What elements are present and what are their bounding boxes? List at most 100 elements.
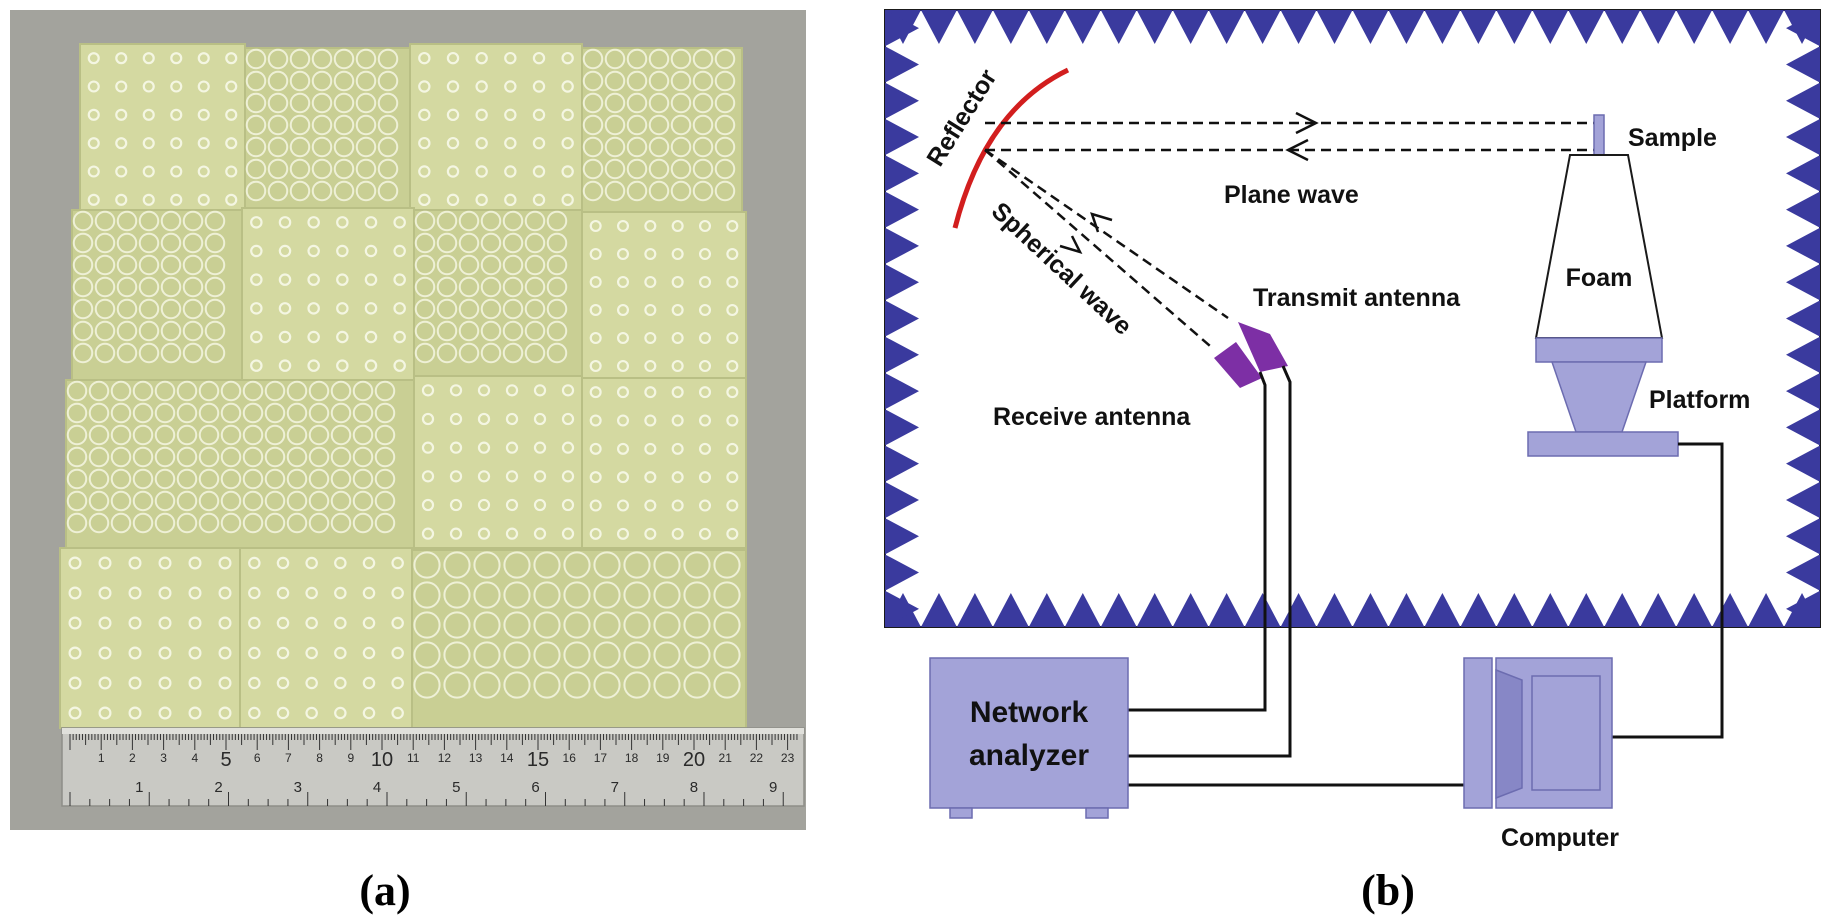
absorber-cone (992, 10, 1029, 44)
sample-board (244, 47, 411, 214)
sample-board (59, 547, 241, 729)
svg-text:2: 2 (214, 779, 222, 796)
receive-antenna-label: Receive antenna (993, 403, 1191, 431)
absorber-cone (1028, 10, 1065, 44)
svg-text:2: 2 (129, 751, 136, 765)
absorber-cone (956, 593, 993, 627)
absorber-cone (1352, 593, 1389, 627)
network-analyzer-label-1: Network (970, 696, 1089, 729)
absorber-cone (1064, 10, 1101, 44)
absorber-cone (885, 336, 919, 373)
absorber-cone (1786, 372, 1820, 410)
arrow-spherical-in (1090, 212, 1113, 233)
absorber-cone (1786, 155, 1820, 192)
svg-text:14: 14 (500, 751, 514, 765)
absorber-cone (1786, 264, 1820, 301)
absorber-cone (1786, 518, 1820, 555)
absorber-cone (1786, 590, 1820, 627)
absorber-cone (885, 590, 919, 627)
antenna (1214, 322, 1288, 388)
svg-text:9: 9 (769, 779, 777, 796)
absorber-cone (1244, 10, 1281, 44)
sample-board (239, 547, 413, 729)
svg-text:8: 8 (316, 751, 323, 765)
svg-text:22: 22 (750, 751, 764, 765)
absorber-cone (1208, 593, 1245, 627)
arrow-plane-in (1285, 138, 1309, 162)
sample-board (581, 377, 747, 549)
absorber-cone (1786, 409, 1820, 446)
absorber-cone (1028, 593, 1065, 627)
absorber-cone (1316, 10, 1353, 44)
foam-label: Foam (1566, 264, 1633, 292)
absorber-cone (885, 481, 919, 519)
absorber-cone (1786, 10, 1820, 47)
absorber-cone (1136, 593, 1173, 627)
panel-b-diagram: Reflector Plane wave Spherical wave Tran… (884, 9, 1821, 852)
absorber-cone (920, 593, 957, 627)
svg-text:16: 16 (563, 751, 577, 765)
cables (1128, 365, 1724, 787)
svg-text:9: 9 (347, 751, 354, 765)
svg-text:15: 15 (527, 749, 549, 771)
receive-antenna (1214, 342, 1262, 388)
absorber-cone (956, 10, 993, 44)
svg-text:6: 6 (531, 779, 539, 796)
absorber-cone (1100, 10, 1137, 44)
svg-text:11: 11 (407, 751, 420, 765)
absorber-cone (1712, 10, 1749, 44)
sample (1593, 114, 1605, 156)
absorber-cone (1136, 10, 1173, 44)
svg-text:3: 3 (294, 779, 302, 796)
absorber-cone (1786, 481, 1820, 519)
absorber-cone (1604, 593, 1641, 627)
svg-text:13: 13 (469, 751, 483, 765)
absorber-cone (1352, 10, 1389, 44)
absorber-cone (1604, 10, 1641, 44)
svg-text:8: 8 (690, 779, 698, 796)
absorber-cone (1496, 593, 1533, 627)
svg-text:5: 5 (220, 749, 231, 771)
svg-text:21: 21 (719, 751, 733, 765)
transmit-antenna-label: Transmit antenna (1253, 284, 1461, 312)
svg-text:4: 4 (191, 751, 198, 765)
absorber-cone (1786, 554, 1820, 591)
absorber-cone (992, 593, 1029, 627)
absorber-cone (1748, 593, 1785, 627)
absorber-cone (885, 264, 919, 301)
svg-text:4: 4 (373, 779, 381, 796)
svg-text:12: 12 (438, 751, 452, 765)
absorber-cone (1676, 10, 1713, 44)
computer-label: Computer (1501, 824, 1619, 852)
absorber-cone (1748, 10, 1785, 44)
absorber-cone (885, 118, 919, 156)
svg-text:5: 5 (452, 779, 460, 796)
anechoic-chamber (884, 9, 1821, 628)
absorber-cone (1424, 593, 1461, 627)
absorber-cone (1280, 10, 1317, 44)
platform (1527, 337, 1679, 457)
absorber-cone (1388, 593, 1425, 627)
absorber-cone (885, 46, 919, 83)
sample-board (241, 207, 415, 381)
svg-text:6: 6 (254, 751, 261, 765)
absorber-cone (1786, 191, 1820, 228)
svg-text:7: 7 (285, 751, 292, 765)
absorber-cone (1100, 593, 1137, 627)
absorber-cone (1786, 227, 1820, 265)
sample-board (581, 47, 743, 214)
absorber-cone (1388, 10, 1425, 44)
sample-board (413, 209, 583, 381)
network-analyzer-label-2: analyzer (969, 739, 1089, 772)
absorber-cone (1208, 10, 1245, 44)
absorber-cone (1786, 82, 1820, 119)
absorber-cone (1172, 10, 1209, 44)
svg-text:17: 17 (594, 751, 608, 765)
absorber-cone (1676, 593, 1713, 627)
reflector (952, 67, 1070, 229)
sample-board (65, 379, 415, 549)
absorber-cone (885, 445, 919, 482)
